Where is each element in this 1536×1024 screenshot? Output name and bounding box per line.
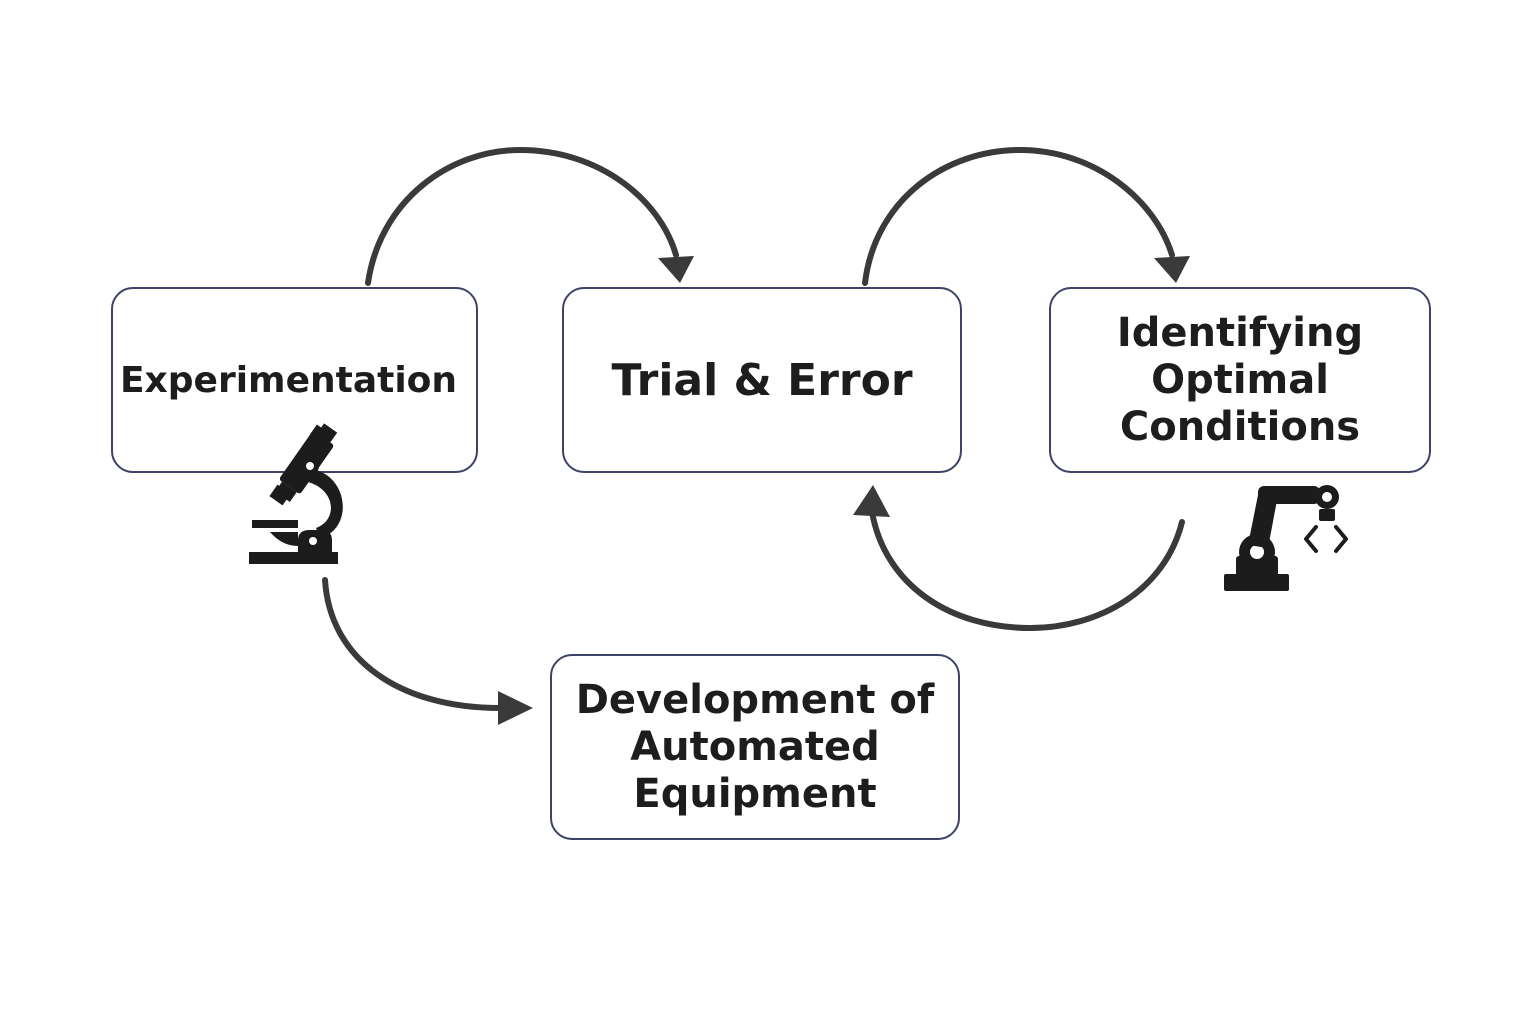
- node-development-of-automated-equipment: Development of Automated Equipment: [550, 654, 960, 840]
- node-label: Experimentation: [119, 359, 458, 401]
- node-label: Development of Automated Equipment: [575, 676, 935, 817]
- node-identifying-optimal-conditions: Identifying Optimal Conditions: [1049, 287, 1431, 473]
- node-experimentation: Experimentation: [111, 287, 478, 473]
- node-label: Trial & Error: [611, 354, 913, 406]
- arrow-trial-to-identifying: [862, 146, 1175, 286]
- arrowhead-trial: [658, 256, 694, 283]
- gripper-claws-icon: [1304, 525, 1348, 553]
- arrow-experimentation-to-trial: [365, 146, 679, 286]
- arrow-identifying-to-trial: [869, 509, 1185, 632]
- node-trial-and-error: Trial & Error: [562, 287, 962, 473]
- microscope-icon: [249, 423, 343, 564]
- arrowhead-return: [853, 485, 890, 517]
- arrowhead-development: [498, 691, 533, 725]
- arrowhead-identifying: [1154, 256, 1190, 283]
- robotic-arm-icon: [1224, 485, 1339, 591]
- node-label: Identifying Optimal Conditions: [1116, 309, 1364, 450]
- arrow-experimentation-to-development: [322, 577, 503, 711]
